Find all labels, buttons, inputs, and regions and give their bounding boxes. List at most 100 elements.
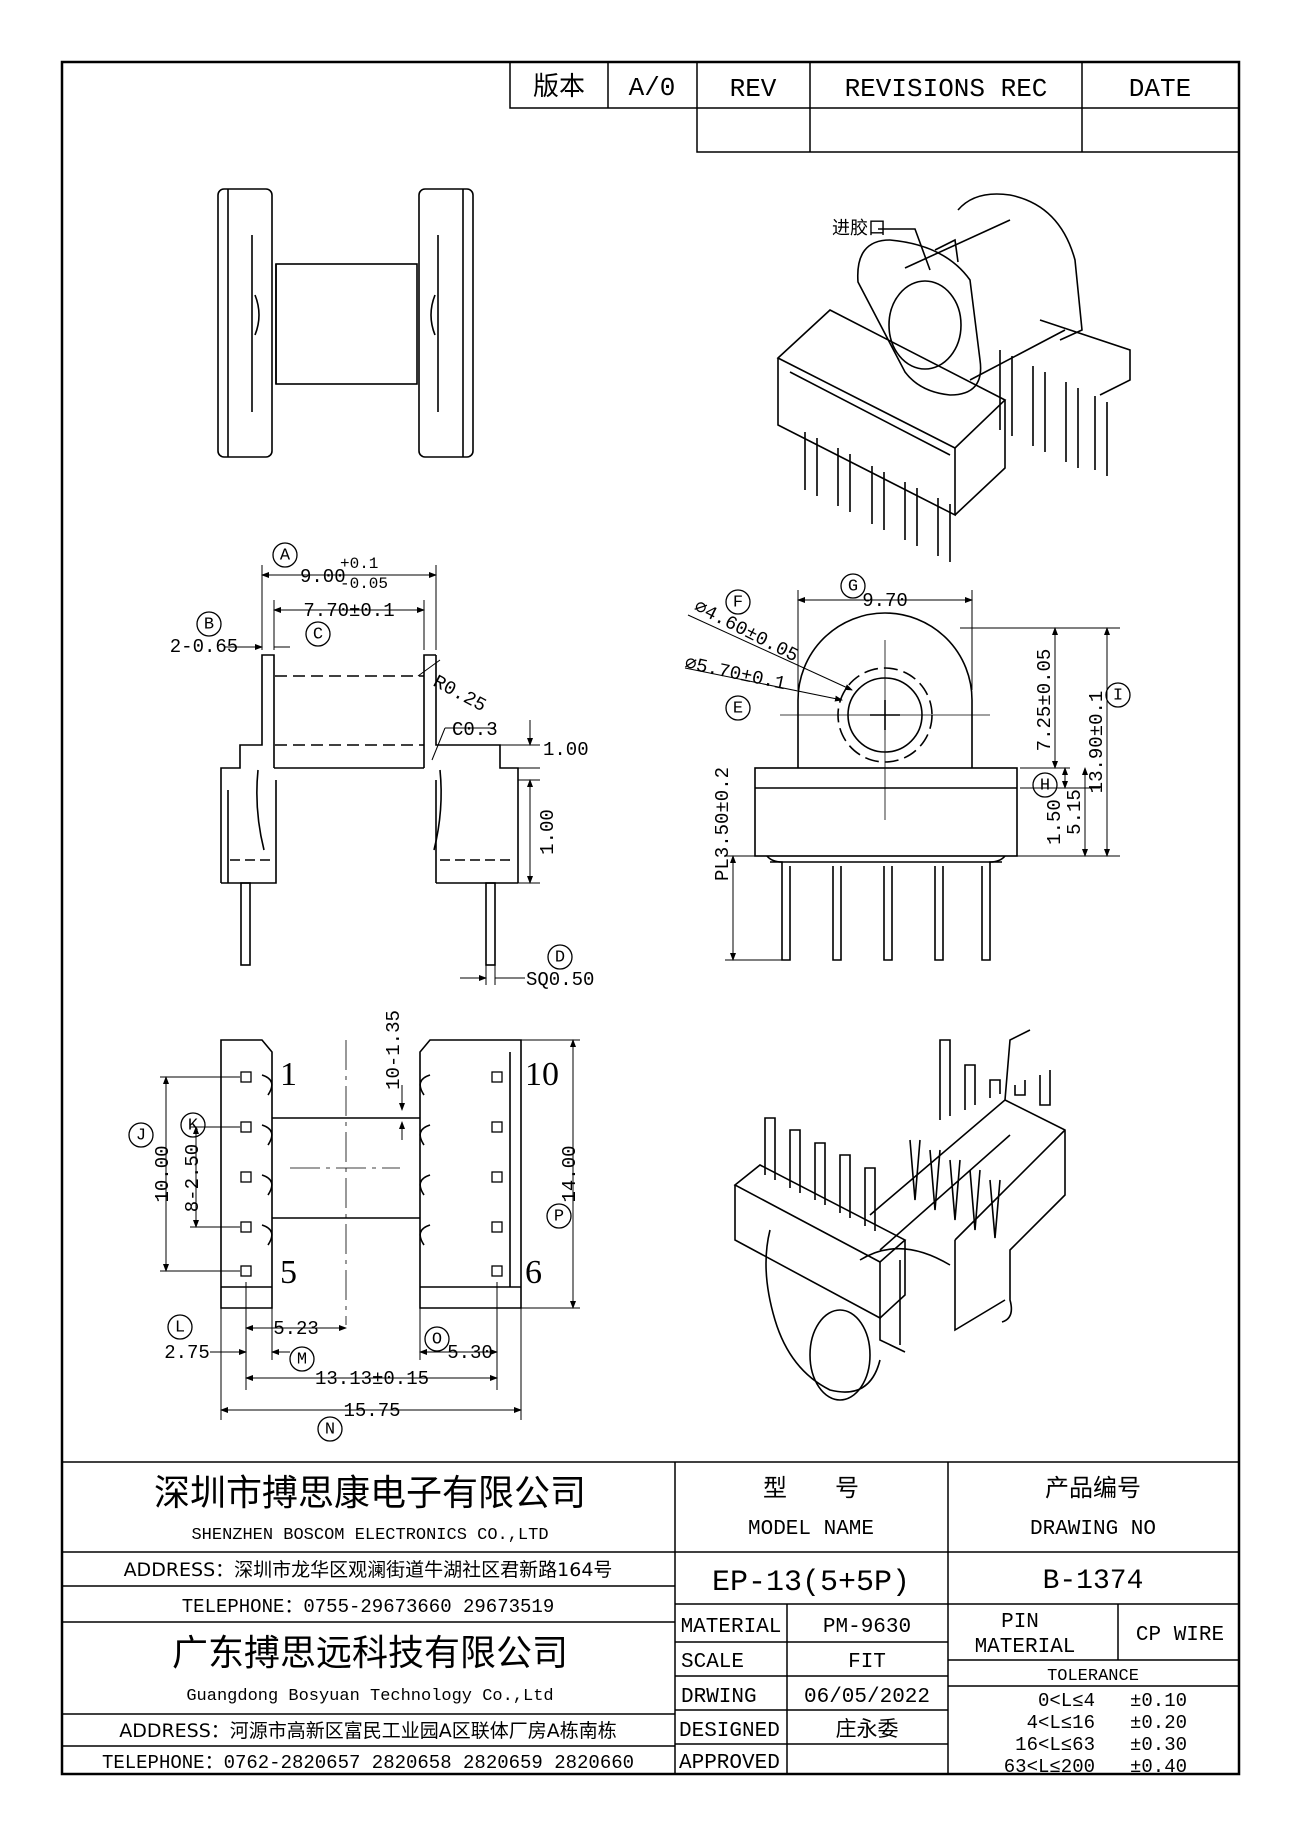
pin-number-5: 5 [280,1254,297,1291]
callout-a-letter: A [280,547,291,566]
company1-address: ADDRESS：深圳市龙华区观澜街道牛湖社区君新路164号 [124,1559,613,1581]
callout-h-letter: H [1040,777,1050,796]
company-1: 深圳市搏思康电子有限公司 SHENZHEN BOSCOM ELECTRONICS… [124,1473,613,1618]
callout-j-letter: J [136,1127,146,1146]
dim-d: SQ0.50 [526,969,594,991]
model-name-en: MODEL NAME [748,1518,874,1541]
drawing-no-cn: 产品编号 [1045,1474,1141,1502]
tolerance-header: TOLERANCE [1047,1667,1139,1686]
company2-telephone: TELEPHONE：0762-2820657 2820658 2820659 2… [102,1752,634,1774]
dim-c: 7.70±0.1 [303,600,394,622]
dim-l: 2.75 [164,1342,210,1364]
front-view [754,612,1018,961]
company2-address: ADDRESS：河源市高新区富民工业园A区联体厂房A栋南栋 [119,1720,617,1742]
callout-h [1032,772,1058,798]
side-view [220,654,519,966]
dim-pitch: 10-1.35 [383,1010,405,1090]
pin-material-line2: MATERIAL [975,1636,1076,1659]
dim-chamfer: C0.3 [452,719,498,741]
company2-name-cn: 广东搏思远科技有限公司 [172,1633,568,1674]
dim-pl: PL3.50±0.2 [712,767,734,881]
sheet-border [60,60,1241,1776]
callout-b-letter: B [204,616,214,635]
top-view [217,188,474,458]
date-header: DATE [1129,74,1191,104]
dim-a: 9.00 [300,566,346,588]
spec-block: MATERIAL PM-9630 SCALE FIT DRWING 06/05/… [679,1616,930,1775]
dim-p: 14.00 [559,1145,581,1202]
dim-e: ⌀5.70±0.1 [683,652,788,695]
dim-offset: 5.23 [273,1318,319,1340]
tolerance-value: ±0.30 [1130,1734,1187,1756]
callout-l-letter: L [175,1319,185,1338]
drawing-label: DRWING [681,1686,757,1709]
model-value: EP-13(5+5P) [712,1566,910,1600]
pin-number-1: 1 [280,1056,297,1093]
callout-c [305,621,331,647]
callout-f-letter: F [733,594,743,613]
callout-m [289,1346,315,1372]
tolerance-value: ±0.10 [1130,1690,1187,1712]
callout-i [1105,682,1131,708]
callout-p-letter: P [554,1208,564,1227]
drawing-date: 06/05/2022 [804,1686,930,1709]
company-2: 广东搏思远科技有限公司 Guangdong Bosyuan Technology… [102,1633,634,1774]
revision-block [509,62,1240,153]
callout-n-letter: N [325,1421,335,1440]
dim-o: 5.30 [447,1342,493,1364]
pin-number-6: 6 [525,1254,542,1291]
callout-c-letter: C [313,626,323,645]
tolerance-range: 0<L≤4 [1038,1690,1095,1712]
designed-value: 庄永委 [836,1717,899,1741]
material-label: MATERIAL [681,1616,782,1639]
scale-value: FIT [848,1651,886,1674]
dim-a-plus: +0.1 [340,555,378,573]
pin-material-value: CP WIRE [1136,1624,1224,1647]
callout-e-letter: E [733,700,743,719]
dim-j: 10.00 [152,1145,174,1202]
callout-d-letter: D [555,949,565,968]
company2-name-en: Guangdong Bosyuan Technology Co.,Ltd [186,1687,553,1706]
callout-k [180,1112,206,1138]
front-view-dims [684,590,1120,961]
dim-flange-top: 7.25±0.05 [1034,649,1056,752]
callout-k-letter: K [188,1117,199,1136]
callout-i-letter: I [1113,687,1123,706]
material-value: PM-9630 [823,1616,911,1639]
dim-h: 1.50 [1044,799,1066,845]
callout-o [424,1326,450,1352]
dim-radius: R0.25 [429,671,490,717]
callout-d [547,944,573,970]
callout-a [272,542,298,568]
dim-a-minus: -0.05 [340,575,388,593]
dim-i: 13.90±0.1 [1086,691,1108,794]
dim-g: 9.70 [862,590,908,612]
version-value: A/0 [629,73,676,103]
tolerance-value: ±0.40 [1130,1756,1187,1778]
isometric-view-top [776,193,1131,562]
version-label: 版本 [533,72,585,102]
pin-number-10: 10 [525,1056,559,1093]
callout-p [546,1203,572,1229]
drawing-no-value: B-1374 [1043,1566,1144,1597]
drawing-no-en: DRAWING NO [1030,1518,1156,1541]
dim-step-side: 1.00 [537,809,559,855]
company1-telephone: TELEPHONE：0755-29673660 29673519 [182,1596,554,1618]
callout-m-letter: M [297,1351,307,1370]
pin-material-block: PIN MATERIAL CP WIRE TOLERANCE [975,1611,1225,1686]
callout-g [840,573,866,599]
pin-material-line1: PIN [1001,1611,1039,1634]
pin-squares [240,1071,503,1277]
callout-b [196,611,222,637]
tolerance-range: 16<L≤63 [1015,1734,1095,1756]
tolerance-range: 4<L≤16 [1027,1712,1095,1734]
side-view-dims [225,565,540,985]
model-name-cn: 型 号 [763,1474,859,1502]
callout-f [725,589,751,615]
callout-circles [128,542,1131,1442]
scale-label: SCALE [681,1651,744,1674]
designed-label: DESIGNED [679,1720,780,1743]
tolerance-value: ±0.20 [1130,1712,1187,1734]
callout-e [725,695,751,721]
